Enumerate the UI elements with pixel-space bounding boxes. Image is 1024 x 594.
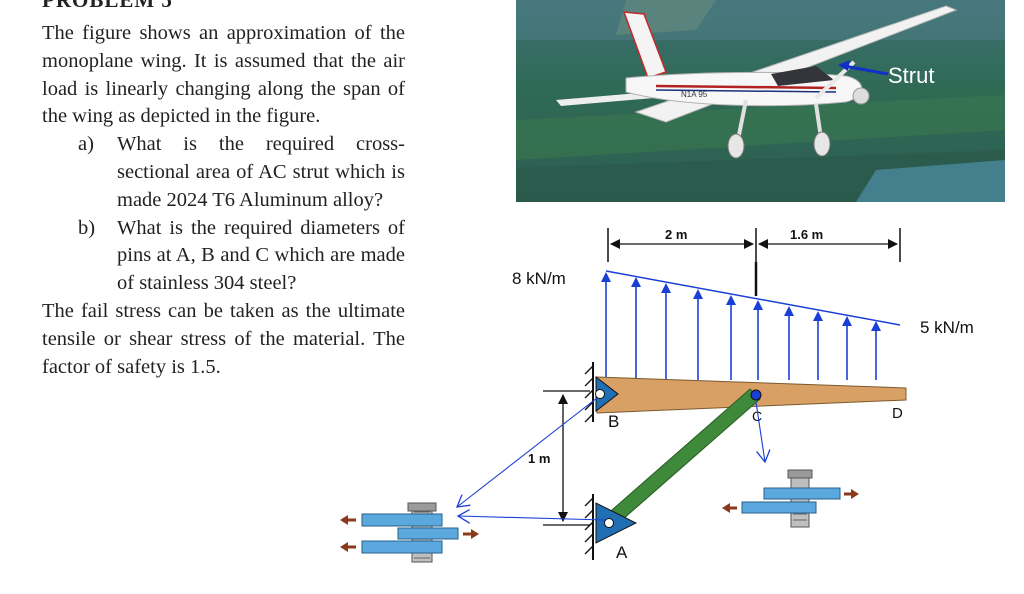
question-b-text: What is the required diameters of pins a… xyxy=(117,216,405,295)
pin-detail-single-shear xyxy=(722,469,859,528)
dimension-2m: 2 m xyxy=(665,227,687,242)
question-b-label: b) xyxy=(78,216,96,239)
pin-c xyxy=(750,389,762,401)
airplane-photo: N1A 95 xyxy=(516,0,1005,202)
question-a-text: What is the required cross-sectional are… xyxy=(117,133,405,211)
problem-text: The figure shows an approximation of the… xyxy=(42,20,405,381)
pin-a xyxy=(604,518,614,528)
dimension-1m: 1 m xyxy=(528,451,550,466)
problem-intro: The figure shows an approximation of the… xyxy=(42,22,405,128)
problem-heading: PROBLEM 5 xyxy=(42,0,173,12)
label-a: A xyxy=(616,543,628,562)
load-right-label: 5 kN/m xyxy=(920,318,974,337)
dimension-span: 2 m 1.6 m xyxy=(607,227,901,262)
callout-b-arrow xyxy=(457,397,598,507)
airplane-illustration: N1A 95 xyxy=(516,0,1005,202)
question-list: a) What is the required cross-sectional … xyxy=(42,131,405,298)
question-a: a) What is the required cross-sectional … xyxy=(42,131,405,214)
label-b: B xyxy=(608,412,619,431)
distributed-load: 8 kN/m 5 kN/m xyxy=(512,269,974,380)
pin-b xyxy=(595,389,605,399)
label-d: D xyxy=(892,405,903,422)
pin-detail-double-shear xyxy=(340,502,479,563)
strut-label: Strut xyxy=(888,63,935,88)
wall-support-b xyxy=(584,362,594,423)
callout-a-arrow xyxy=(458,516,606,520)
question-b: b) What is the required diameters of pin… xyxy=(42,215,405,298)
dimension-height: 1 m xyxy=(528,390,590,526)
problem-closing: The fail stress can be taken as the ulti… xyxy=(42,299,405,378)
question-a-label: a) xyxy=(78,133,94,156)
wall-support-a xyxy=(584,494,594,560)
dimension-1-6m: 1.6 m xyxy=(790,227,823,242)
pin-support-a xyxy=(595,502,638,544)
callout-c-arrow xyxy=(755,401,765,462)
tail-number: N1A 95 xyxy=(681,90,708,99)
label-c: C xyxy=(752,408,762,424)
load-left-label: 8 kN/m xyxy=(512,269,566,288)
